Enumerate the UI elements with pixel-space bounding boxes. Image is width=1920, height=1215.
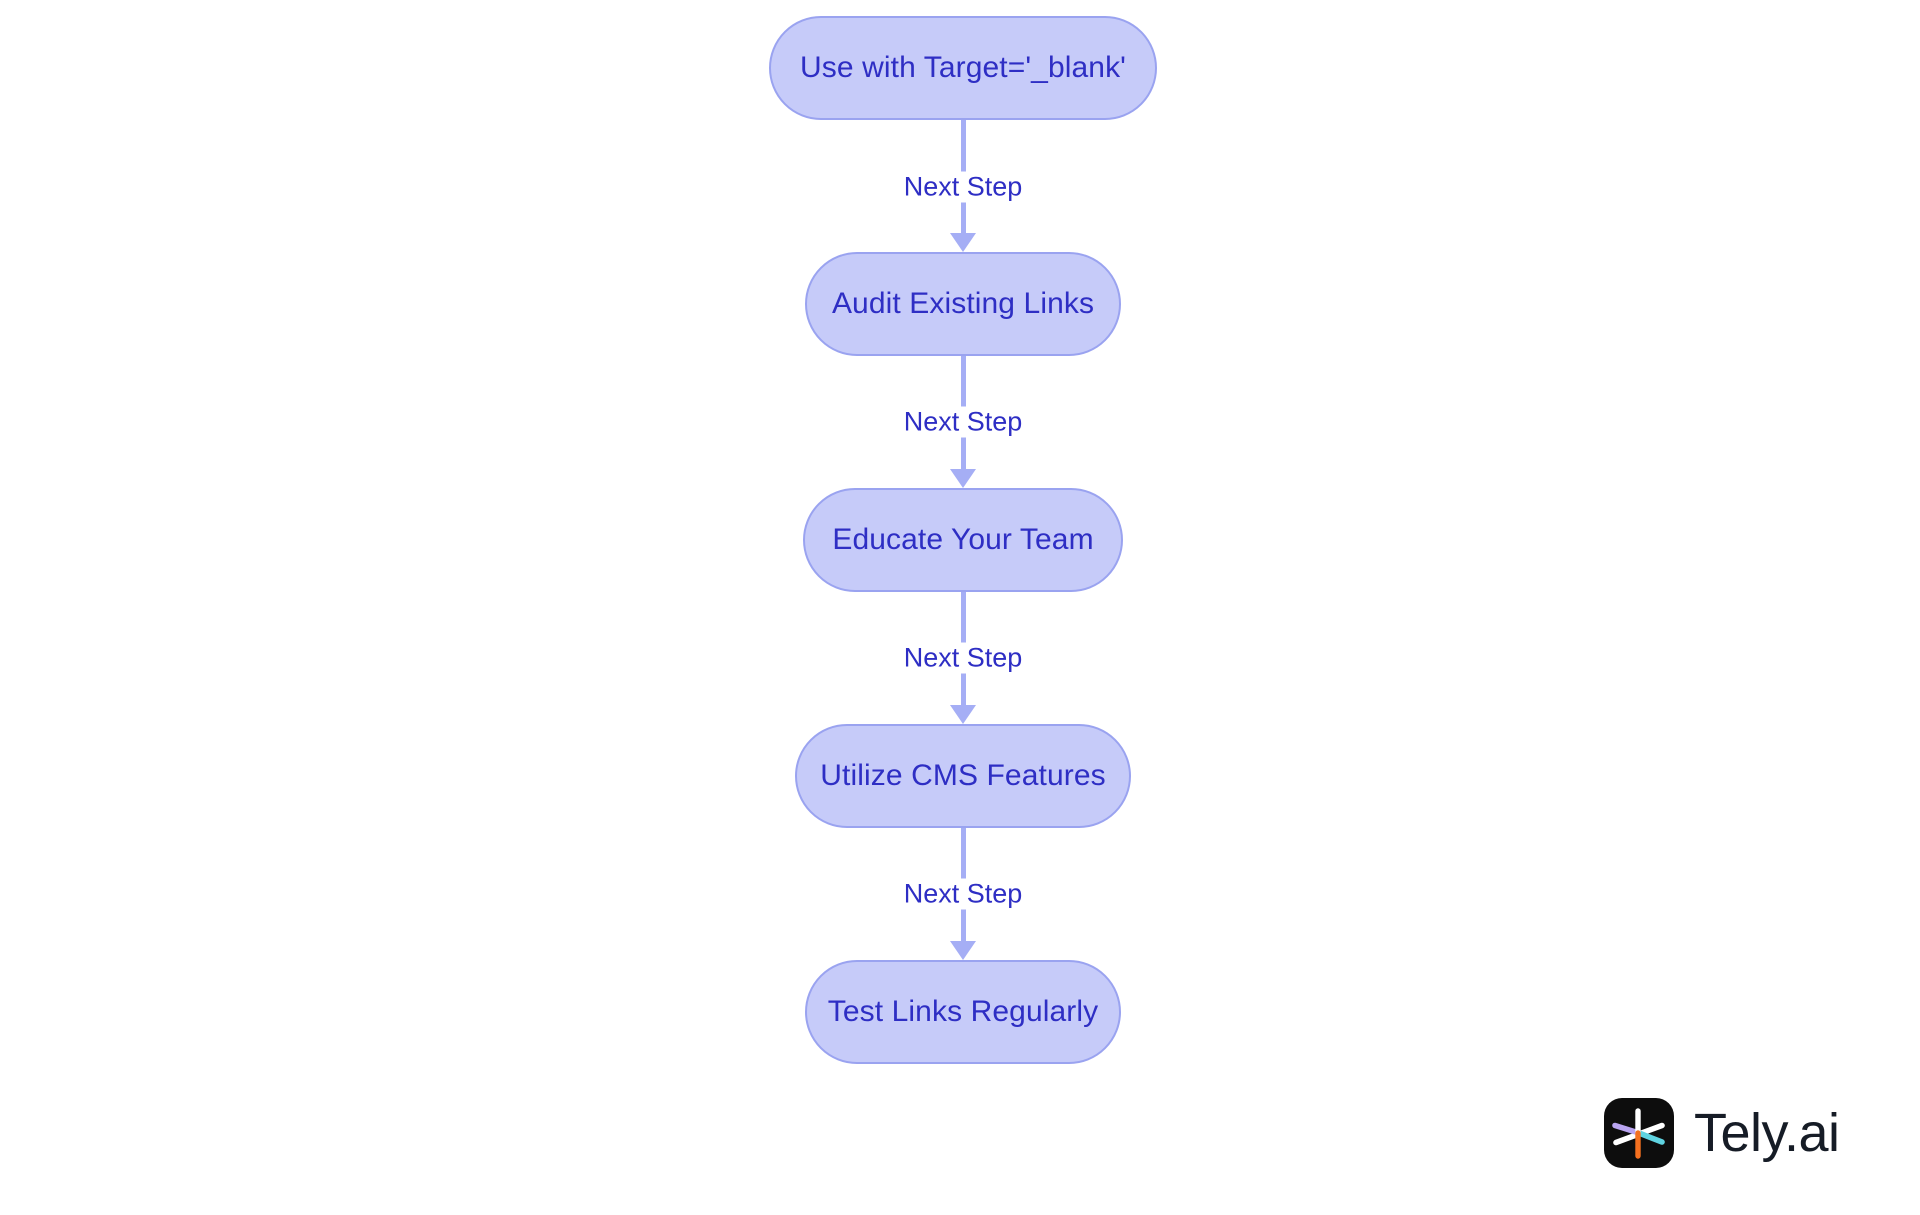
- flow-node-label: Use with Target='_blank': [800, 51, 1126, 84]
- flow-node-label: Test Links Regularly: [827, 995, 1099, 1028]
- tely-starburst-icon: [1604, 1098, 1674, 1168]
- tely-ai-branding: Tely.ai: [1604, 1098, 1840, 1168]
- flow-node[interactable]: Audit Existing Links: [805, 252, 1121, 356]
- flow-node-label: Educate Your Team: [832, 523, 1094, 556]
- edge-label: Next Step: [895, 406, 1031, 438]
- arrowhead-icon: [950, 941, 976, 960]
- edge-label: Next Step: [895, 878, 1031, 910]
- flow-node[interactable]: Utilize CMS Features: [795, 724, 1131, 828]
- flow-node[interactable]: Educate Your Team: [803, 488, 1123, 592]
- flow-node-label: Utilize CMS Features: [820, 759, 1106, 792]
- edge-label: Next Step: [895, 642, 1031, 674]
- arrowhead-icon: [950, 705, 976, 724]
- tely-ai-wordmark: Tely.ai: [1694, 1103, 1840, 1163]
- edge-label: Next Step: [895, 171, 1031, 203]
- flow-node-label: Audit Existing Links: [831, 287, 1095, 320]
- arrowhead-icon: [950, 233, 976, 252]
- flow-node[interactable]: Use with Target='_blank': [769, 16, 1157, 120]
- arrowhead-icon: [950, 469, 976, 488]
- flow-node[interactable]: Test Links Regularly: [805, 960, 1121, 1064]
